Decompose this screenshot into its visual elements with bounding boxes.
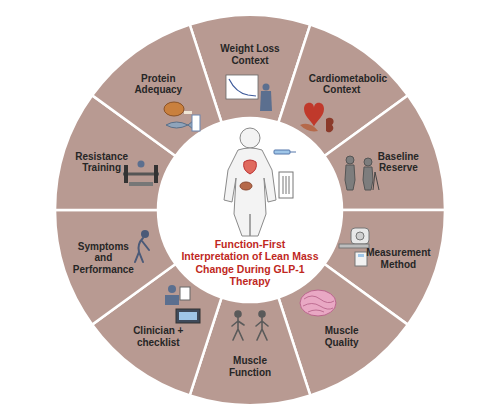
segment-fill: [55, 210, 176, 325]
segment-label: Muscle Quality: [309, 325, 375, 348]
protein-foods-icon: [164, 102, 200, 131]
barbell-icon: [123, 161, 159, 187]
segment-label: Muscle Function: [217, 355, 283, 378]
segment-label: Protein Adequacy: [125, 72, 191, 95]
muscle-tissue-icon: [300, 290, 336, 316]
clinician-icon: [165, 285, 200, 323]
segment-label: Symptoms and Performance: [70, 240, 136, 275]
segment-label: Cardiometabolic Context: [309, 72, 375, 95]
segment-fill: [324, 95, 445, 210]
segment-label: Measurement Method: [365, 247, 431, 270]
segment-label: Resistance Training: [69, 150, 135, 173]
scanner-icon: [339, 228, 369, 266]
center-title: Function-First Interpretation of Lean Ma…: [180, 238, 320, 288]
fatigued-figure-icon: [135, 230, 149, 262]
elderly-figures-icon: [345, 156, 379, 190]
body-figure: [224, 128, 296, 236]
segment-label: Weight Loss Context: [217, 43, 283, 66]
weight-chart-icon: [226, 75, 272, 111]
function-test-icon: [232, 311, 268, 340]
segment-label: Baseline Reserve: [365, 150, 431, 173]
organ-icons: [300, 103, 334, 132]
segment-label: Clinician + checklist: [125, 325, 191, 348]
